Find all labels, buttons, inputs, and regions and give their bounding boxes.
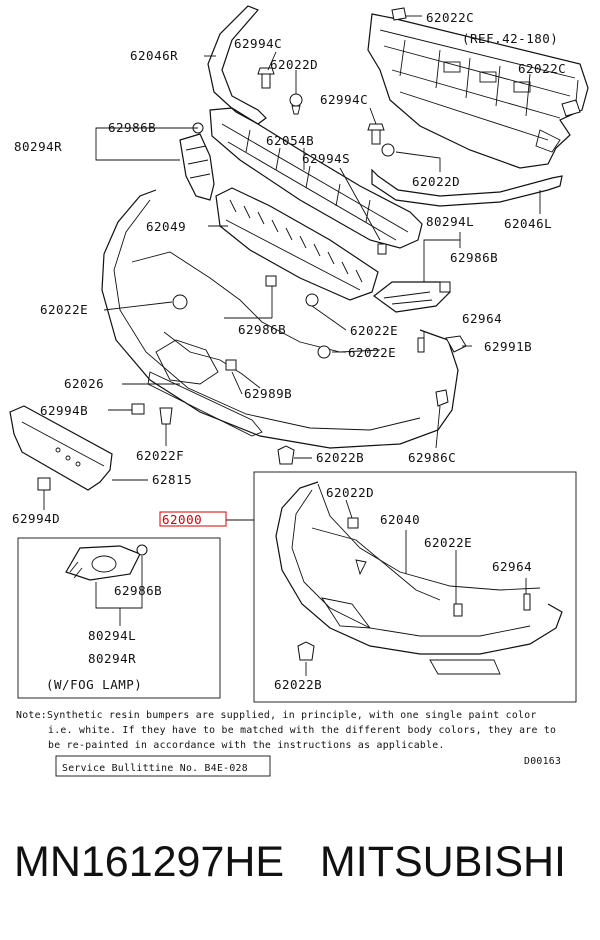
center-grille-62049 bbox=[215, 187, 379, 301]
note-line-3: be re-painted in accordance with the ins… bbox=[48, 740, 445, 751]
side-extension-62046L bbox=[371, 168, 563, 214]
fasteners bbox=[37, 67, 467, 491]
label-62022C-top: 62022C bbox=[426, 10, 474, 25]
label-62994D: 62994D bbox=[12, 511, 60, 526]
label-62022E-d: 62022E bbox=[424, 535, 472, 550]
license-bracket-62815 bbox=[9, 405, 113, 491]
side-grille-80294R bbox=[179, 133, 215, 201]
label-62046L: 62046L bbox=[504, 216, 552, 231]
label-62964-b: 62964 bbox=[492, 559, 532, 574]
label-80294L-b: 80294L bbox=[88, 628, 136, 643]
label-ref: (REF.42-180) bbox=[462, 31, 558, 46]
label-62022D-c: 62022D bbox=[326, 485, 374, 500]
label-62022E-c: 62022E bbox=[348, 345, 396, 360]
fog-lamp-inset bbox=[17, 537, 221, 699]
label-62022C-right: 62022C bbox=[518, 61, 566, 76]
label-62815: 62815 bbox=[152, 472, 192, 487]
label-62022F: 62022F bbox=[136, 448, 184, 463]
label-62986B-c: 62986B bbox=[238, 322, 286, 337]
label-62054B: 62054B bbox=[266, 133, 314, 148]
energy-absorber-62054B bbox=[209, 107, 423, 249]
fog-cover-80294L bbox=[373, 281, 451, 313]
label-62022B-b: 62022B bbox=[274, 677, 322, 692]
label-62986B-d: 62986B bbox=[114, 583, 162, 598]
label-62022D-a: 62022D bbox=[270, 57, 318, 72]
label-62994C-a: 62994C bbox=[234, 36, 282, 51]
label-62000: 62000 bbox=[162, 512, 202, 527]
label-62049: 62049 bbox=[146, 219, 186, 234]
label-62989B: 62989B bbox=[244, 386, 292, 401]
note-line-1: Note:Synthetic resin bumpers are supplie… bbox=[16, 710, 537, 721]
service-bulletin: Service Bullittine No. B4E-028 bbox=[62, 763, 248, 774]
leader-lines bbox=[43, 51, 472, 521]
label-62022E-b: 62022E bbox=[350, 323, 398, 338]
label-80294R: 80294R bbox=[14, 139, 62, 154]
label-fog-lamp: (W/FOG LAMP) bbox=[46, 677, 142, 692]
label-62040: 62040 bbox=[380, 512, 420, 527]
bumper-parts-diagram: 62022C (REF.42-180) 62022C 62046R 62994C… bbox=[9, 5, 589, 777]
label-62994S: 62994S bbox=[302, 151, 350, 166]
label-80294L: 80294L bbox=[426, 214, 474, 229]
bumper-reinforcement bbox=[367, 13, 589, 169]
clip-62022C-top bbox=[391, 7, 422, 21]
note-block: Note:Synthetic resin bumpers are supplie… bbox=[16, 710, 561, 777]
label-62964-a: 62964 bbox=[462, 311, 502, 326]
label-62986B-a: 62986B bbox=[108, 120, 156, 135]
diagram-code: D00163 bbox=[524, 756, 561, 767]
clip-62022C-right bbox=[561, 79, 581, 117]
label-80294R-b: 80294R bbox=[88, 651, 136, 666]
bumper-face-exploded bbox=[101, 189, 459, 449]
part-labels: 62022C (REF.42-180) 62022C 62046R 62994C… bbox=[12, 10, 566, 692]
label-62026: 62026 bbox=[64, 376, 104, 391]
label-62046R: 62046R bbox=[130, 48, 178, 63]
label-62022B-a: 62022B bbox=[316, 450, 364, 465]
label-62994C-b: 62994C bbox=[320, 92, 368, 107]
label-62991B: 62991B bbox=[484, 339, 532, 354]
note-line-2: i.e. white. If they have to be matched w… bbox=[48, 725, 556, 736]
side-extension-62046R bbox=[204, 5, 267, 125]
label-62986C: 62986C bbox=[408, 450, 456, 465]
label-62986B-b: 62986B bbox=[450, 250, 498, 265]
label-62022E-a: 62022E bbox=[40, 302, 88, 317]
label-62994B: 62994B bbox=[40, 403, 88, 418]
bumper-assembly-inset bbox=[253, 471, 577, 703]
part-number-caption: MN161297HE MITSUBISHI bbox=[14, 838, 567, 886]
label-62000-highlight bbox=[159, 511, 227, 527]
label-62022D-b: 62022D bbox=[412, 174, 460, 189]
service-bulletin-box bbox=[55, 755, 271, 777]
